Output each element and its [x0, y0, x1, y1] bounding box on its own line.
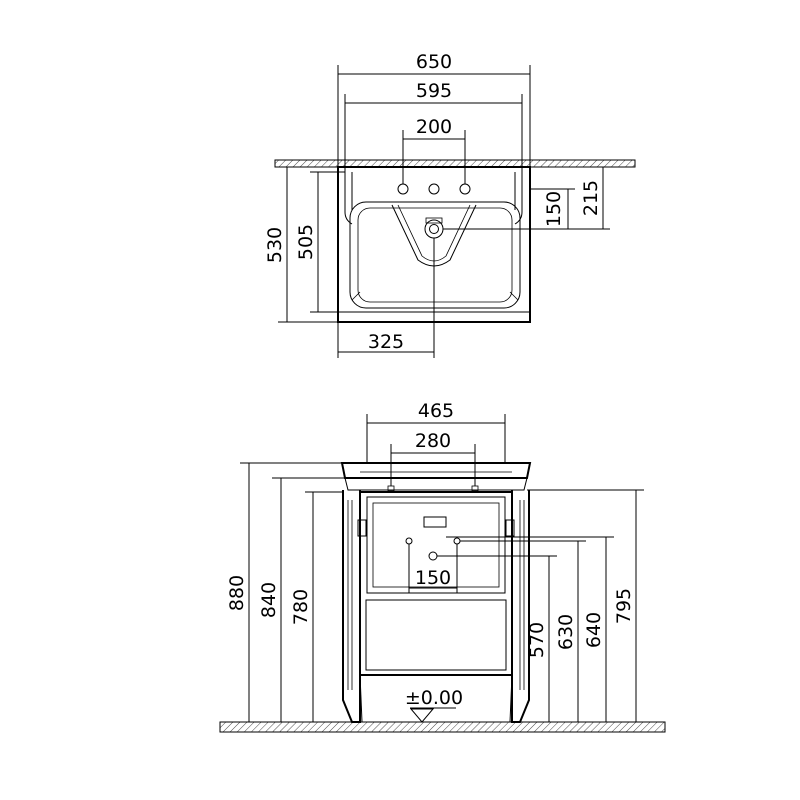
dim-570: 570: [437, 555, 557, 722]
dim-530: 530: [264, 166, 338, 323]
floor-level-marker: ±0.00: [405, 687, 463, 723]
dim-label-780: 780: [290, 589, 312, 625]
dim-465: 465: [366, 400, 506, 463]
dim-780: 780: [290, 491, 343, 722]
dim-label-150-front: 150: [415, 567, 451, 589]
dim-595: 595: [344, 80, 523, 172]
floor-level-triangle-icon: [409, 708, 435, 723]
dim-label-840: 840: [258, 582, 280, 618]
tap-hole-left: [397, 183, 409, 195]
dim-label-570: 570: [526, 622, 548, 658]
dim-label-505: 505: [295, 224, 317, 260]
dim-label-150-top: 150: [543, 191, 565, 227]
dim-label-200: 200: [416, 116, 452, 138]
dim-label-640: 640: [583, 612, 605, 648]
drain-inner: [429, 224, 439, 234]
dim-505: 505: [295, 171, 345, 313]
front-basin: [340, 462, 532, 492]
dim-640: 640: [446, 536, 614, 722]
dim-840: 840: [258, 477, 345, 722]
dim-label-325: 325: [368, 331, 404, 353]
dim-label-880: 880: [226, 575, 248, 611]
top-view: 650 595 200 530 505: [264, 51, 636, 358]
dim-215: 215: [530, 166, 610, 230]
floor: [219, 721, 666, 733]
dim-label-215: 215: [580, 180, 602, 216]
dim-label-595: 595: [416, 80, 452, 102]
dim-label-650: 650: [416, 51, 452, 73]
dim-630: 630: [460, 540, 586, 722]
tap-hole-right: [459, 183, 471, 195]
floor-level-label: ±0.00: [405, 687, 463, 709]
tap-hole-center: [428, 183, 440, 195]
dim-150-front: 150: [408, 544, 458, 593]
dim-280: 280: [390, 430, 476, 486]
dim-label-465: 465: [418, 400, 454, 422]
dim-label-795: 795: [613, 588, 635, 624]
front-cabinet: [342, 490, 530, 723]
top-wall: [274, 159, 636, 168]
dim-325: 325: [337, 238, 435, 358]
dim-150-top: 150: [443, 188, 575, 230]
dim-label-280: 280: [415, 430, 451, 452]
dim-795: 795: [527, 489, 644, 722]
dim-label-630: 630: [555, 614, 577, 650]
dim-label-530: 530: [264, 227, 286, 263]
dim-650: 650: [337, 51, 531, 167]
front-view: 465 280 150 880 840: [219, 400, 666, 733]
dim-880: 880: [226, 462, 342, 722]
dim-200: 200: [402, 116, 466, 184]
